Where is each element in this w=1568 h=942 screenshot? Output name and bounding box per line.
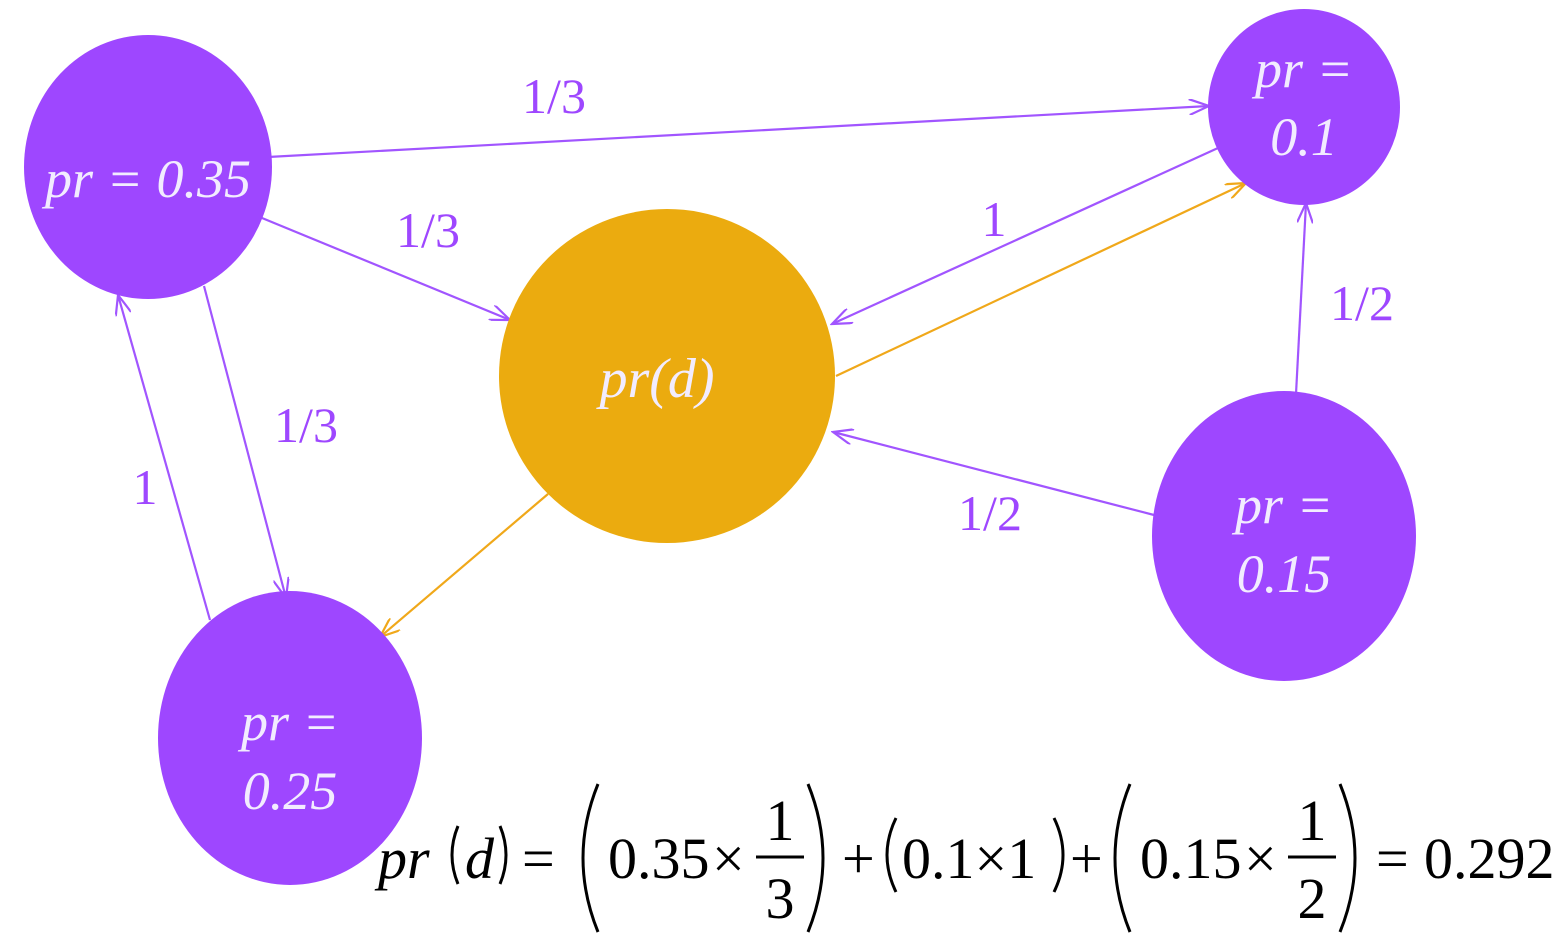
edge-label-b-to-d: 1: [982, 191, 1007, 247]
edges: [118, 106, 1306, 637]
edge-label-a-to-d: 1/3: [396, 202, 460, 258]
node-c: [1152, 391, 1416, 681]
formula-lhs-d: d: [465, 826, 495, 891]
node-b: [1208, 9, 1400, 205]
nodes: [24, 9, 1416, 885]
term3-denominator: 2: [1298, 866, 1327, 931]
edge-labels: 1/3 1/3 1/3 1 1 1/2 1/2: [133, 68, 1394, 541]
node-a-label: pr = 0.35: [41, 149, 251, 209]
edge-e-to-a: [118, 295, 212, 621]
term3-close-paren: [1338, 783, 1357, 933]
edge-a-to-e: [202, 285, 286, 598]
formula-lhs-pr: pr: [374, 826, 430, 891]
formula-result: 0.292: [1424, 826, 1555, 891]
edge-label-c-to-b: 1/2: [1330, 275, 1394, 331]
pagerank-formula: pr d = 0.35 × 1 3 + 0.1×1 + 0.15 × 1 2 =…: [374, 783, 1555, 933]
node-d-label: pr(d): [595, 348, 714, 410]
node-c-label-line1: pr =: [1231, 475, 1333, 535]
edge-label-c-to-d: 1/2: [958, 485, 1022, 541]
formula-equals-1: =: [522, 826, 555, 891]
node-b-label-line1: pr =: [1251, 39, 1353, 99]
node-c-label-line2: 0.15: [1237, 544, 1332, 604]
edge-label-a-to-e: 1/3: [274, 397, 338, 453]
term1-value: 0.35: [608, 826, 710, 891]
node-d: [499, 209, 835, 543]
edge-b-to-d: [832, 146, 1219, 324]
formula-lhs-open-paren: [450, 825, 460, 885]
formula-plus-1: +: [842, 826, 875, 891]
edge-d-to-b: [835, 183, 1246, 377]
term1-times: ×: [712, 826, 745, 891]
node-labels: pr = 0.35 pr = 0.1 pr = 0.15 pr = 0.25 p…: [41, 39, 1353, 821]
term1-open-paren: [581, 783, 600, 933]
edge-label-a-to-b: 1/3: [522, 68, 586, 124]
edge-d-to-e: [380, 493, 549, 637]
node-e: [158, 591, 422, 885]
node-a: [24, 35, 272, 299]
term1-numerator: 1: [766, 788, 795, 853]
edge-c-to-b: [1294, 203, 1306, 395]
term2-content: 0.1×1: [902, 826, 1036, 891]
edge-a-to-b: [267, 106, 1209, 159]
node-e-label-line1: pr =: [237, 692, 339, 752]
edge-a-to-d: [261, 216, 510, 320]
term3-value: 0.15: [1140, 826, 1242, 891]
term1-denominator: 3: [766, 866, 795, 931]
formula-lhs-close-paren: [498, 825, 508, 885]
formula-plus-2: +: [1070, 826, 1103, 891]
term2-close-paren: [1052, 817, 1065, 893]
term3-times: ×: [1244, 826, 1277, 891]
node-e-label-line2: 0.25: [243, 761, 338, 821]
edge-label-e-to-a: 1: [133, 459, 158, 515]
formula-equals-2: =: [1376, 826, 1409, 891]
term3-numerator: 1: [1298, 788, 1327, 853]
term1-close-paren: [806, 783, 825, 933]
term2-open-paren: [885, 817, 898, 893]
edge-c-to-d: [833, 432, 1155, 517]
node-b-label-line2: 0.1: [1270, 107, 1338, 167]
term3-open-paren: [1113, 783, 1132, 933]
